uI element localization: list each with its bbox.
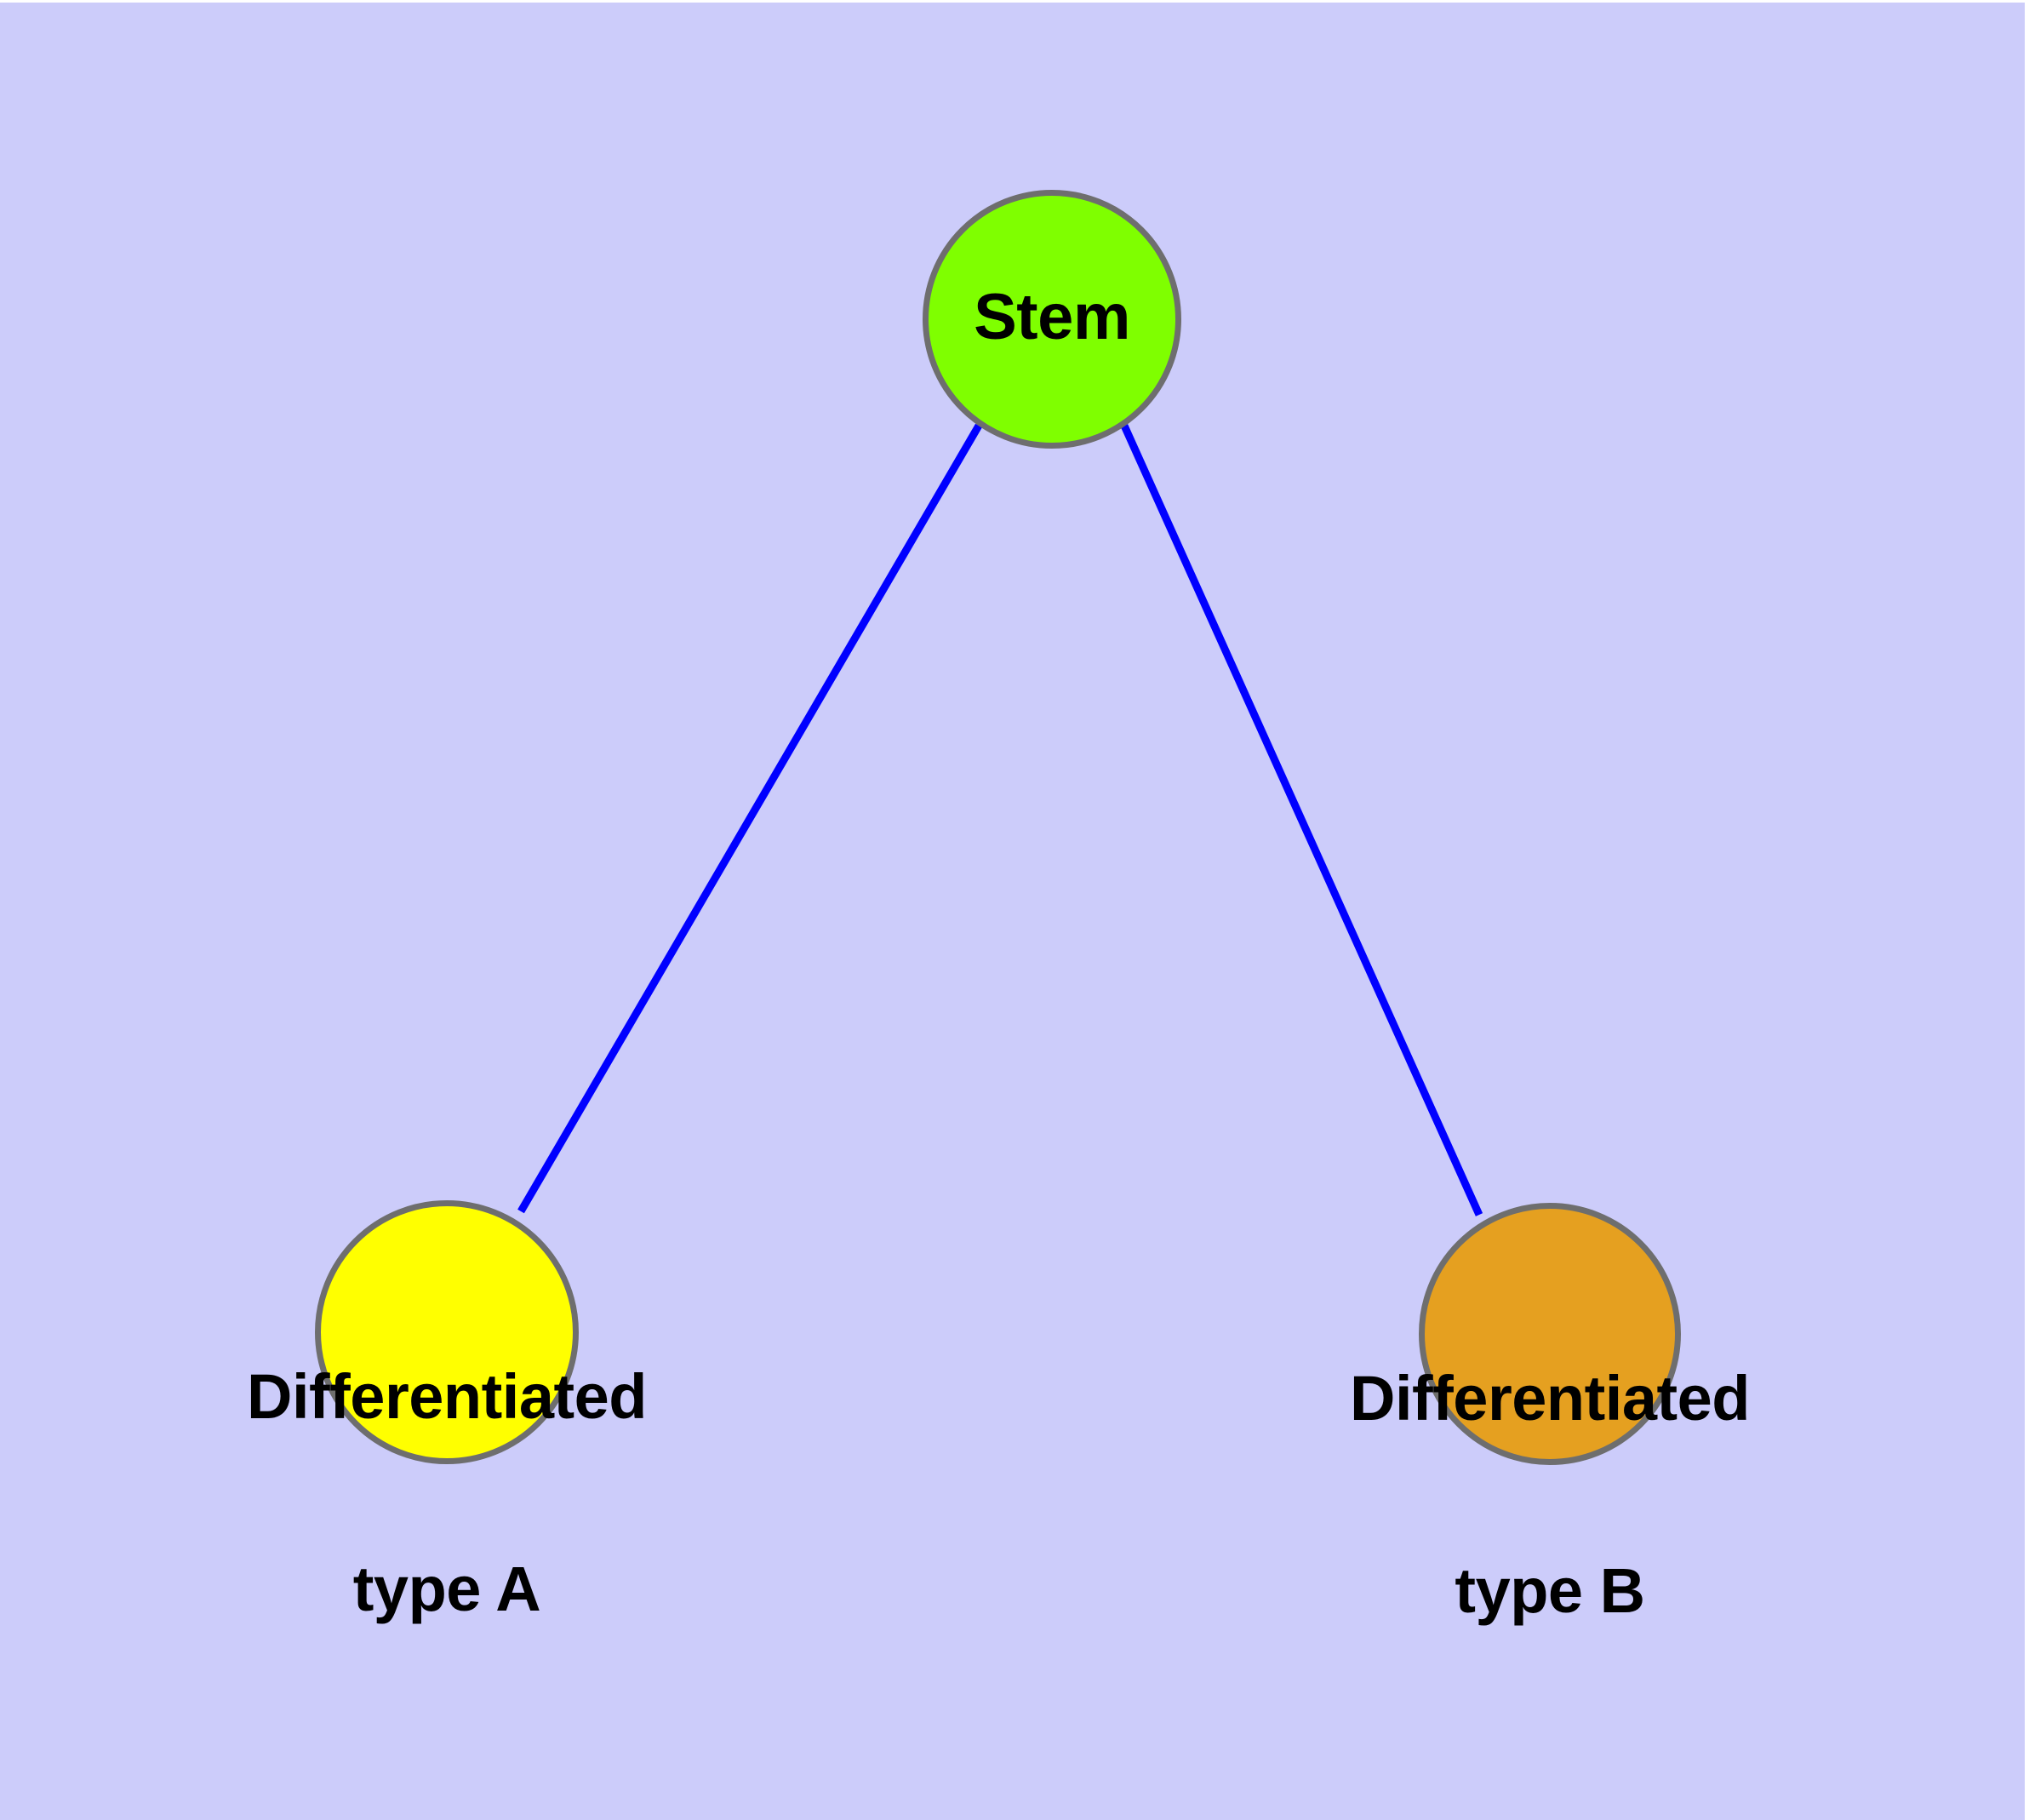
edge-layer [517,423,1483,1216]
node-diff-a-circle[interactable] [315,1200,579,1464]
node-layer [315,190,1681,1465]
node-stem-circle[interactable] [923,190,1181,449]
node-diff-b-circle[interactable] [1419,1203,1681,1465]
edge-stem-to-diff-a[interactable] [517,423,982,1214]
edge-stem-to-diff-b[interactable] [1120,424,1483,1216]
